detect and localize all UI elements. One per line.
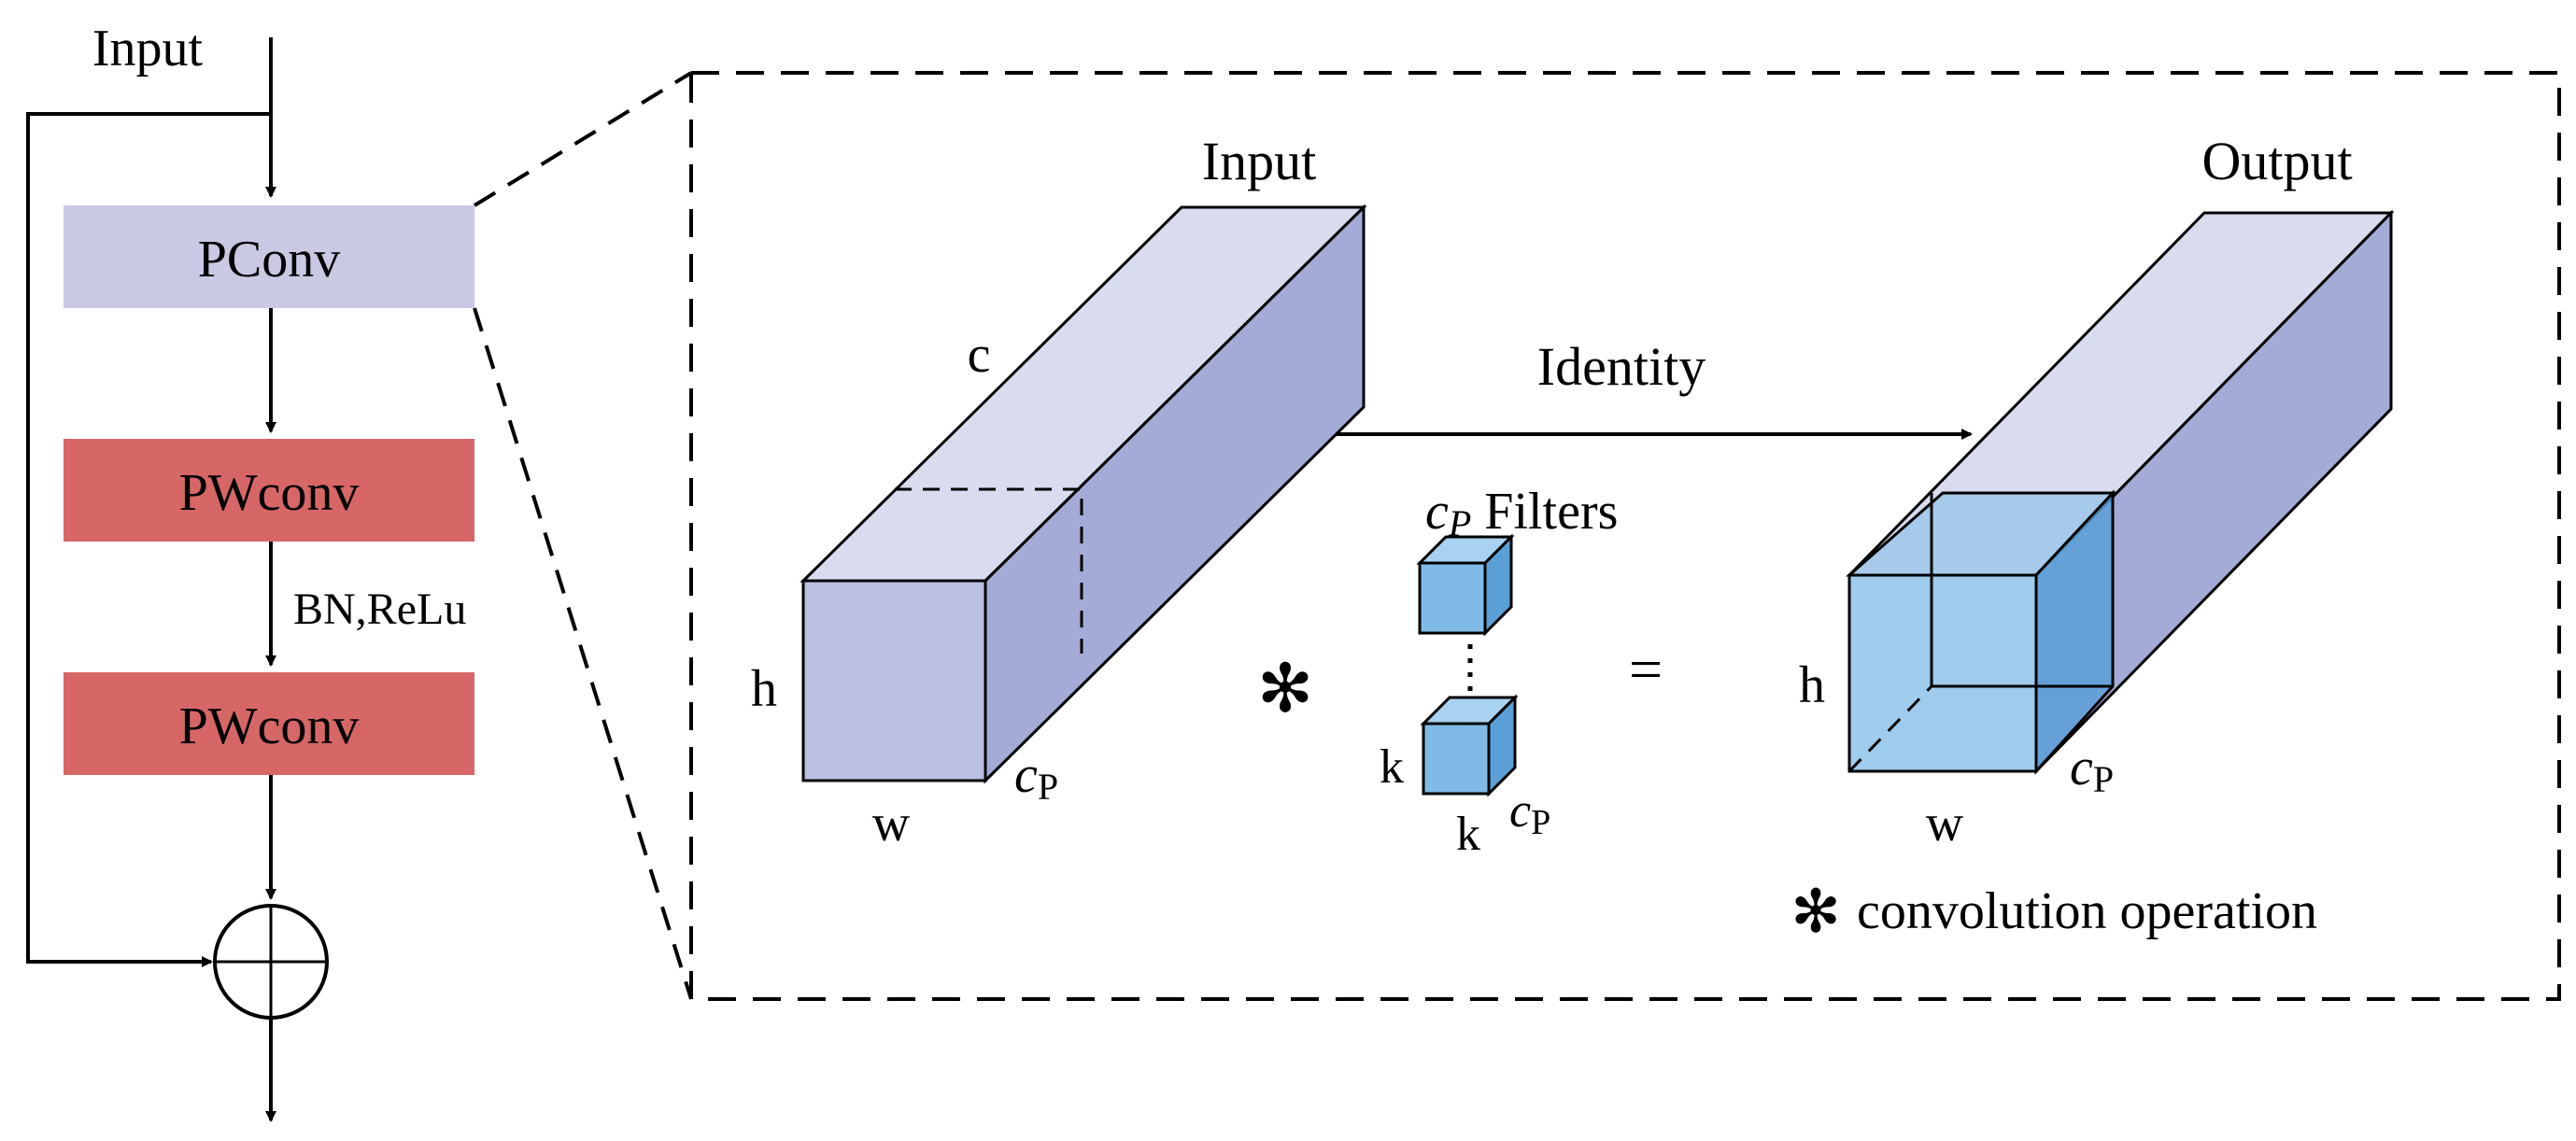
pwconv-block-1 [64,439,474,542]
filter-cube-bottom [1420,694,1519,797]
equals-sign: = [1629,636,1663,702]
bn-relu-label: BN,ReLu [293,585,466,634]
add-node-icon [213,904,329,1020]
pwconv-block-2 [64,672,474,775]
output-dim-h-label: h [1799,656,1825,714]
input-dim-h-label: h [751,660,777,718]
output-dim-cp-label: cP [2070,739,2114,800]
output-tensor [1846,209,2395,775]
input-dim-cp-label: cP [1014,746,1058,808]
legend-symbol: ✻ [1790,879,1841,945]
input-tensor [800,204,1367,784]
output-dim-w-label: w [1926,795,1964,852]
filter-dim-cp-label: cP [1509,784,1550,842]
identity-label: Identity [1537,336,1706,397]
filter-dim-k-bottom: k [1456,808,1480,861]
pwconv-label-1: PWconv [179,464,360,522]
residual-connection-line [26,112,271,964]
input-dim-w-label: w [872,795,911,852]
filter-cube-top [1416,533,1515,637]
zoom-connector-top [473,71,693,207]
dim-c-label: c [968,326,991,384]
filter-dim-k-left: k [1380,740,1404,794]
output-tensor-label: Output [2201,131,2352,191]
input-tensor-label: Input [1202,131,1316,191]
zoom-connector-bottom [473,307,693,1000]
detail-panel-border [689,71,2561,1001]
flow-input-label: Input [92,20,204,77]
pconv-label: PConv [198,231,341,289]
filters-label: cP Filters [1425,483,1618,544]
pwconv-label-2: PWconv [179,697,360,755]
convolution-symbol: ✻ [1257,652,1313,726]
pconv-block [64,205,474,308]
legend-text: convolution operation [1857,882,2317,940]
